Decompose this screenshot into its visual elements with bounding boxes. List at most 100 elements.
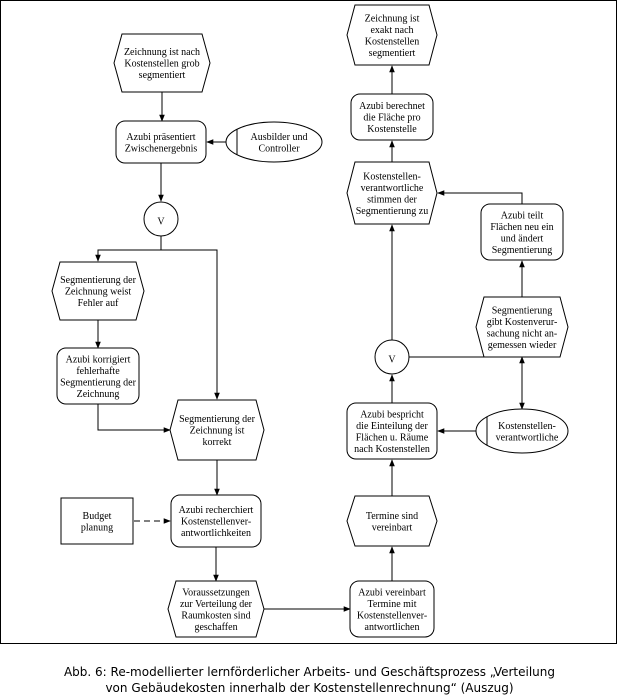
node-label: planung [81,522,113,533]
caption-line-1: Abb. 6: Re-modellierter lernförderlicher… [63,665,556,679]
node-label: gemessen wieder [488,340,557,351]
node-label: Azubi präsentiert [126,132,195,143]
node-label: Raumkosten sind [181,610,250,621]
event-shape [346,161,438,225]
node-role: Kostenstellen-verantwortliche [475,408,569,454]
node-label: Azubi vereinbart [358,587,426,598]
flow-arrow [437,190,523,204]
role-shape [475,408,569,454]
flow-arrow [161,249,220,400]
function-shape [350,93,434,141]
node-label: segmentiert [139,70,186,81]
node-label: Segmentierung der [60,377,136,388]
node-label: Termine sind [366,511,418,522]
event-shape [51,261,145,321]
role-shape [225,121,323,163]
node-label: vereinbart [372,522,413,533]
diagram-frame [0,0,617,644]
node-label: verantwortliche [496,432,559,443]
node-label: Kostenstellen grob [124,59,199,70]
node-label: V [157,216,165,227]
node-label: Zeichnung ist [365,13,420,24]
node-label: segmentiert [369,48,416,59]
node-label: Kostenstelle [367,124,417,135]
event-shape [169,399,265,461]
function-shape [480,203,564,261]
operator-shape [374,339,410,375]
event-shape [346,4,438,66]
node-label: Zeichnung ist [190,426,245,437]
node-label: Azubi bespricht [360,409,424,420]
node-label: zur Verteilung der [180,599,253,610]
node-label: Segmentierung [492,245,553,256]
node-label: stimmen der [367,194,417,205]
node-label: Segmentierung zu [356,206,428,217]
node-label: V [388,354,396,365]
node-label: Azubi recherchiert [179,505,254,516]
node-label: Segmentierung der [179,414,255,425]
node-label: verantwortliche [361,183,424,194]
node-label: antwortlichen [365,622,420,633]
node-label: geschaffen [194,622,237,633]
function-shape [346,402,438,460]
node-label: Azubi teilt [501,210,544,221]
node-label: Kostenstellenver- [357,610,427,621]
node-label: Fehler auf [78,298,119,309]
node-label: Zeichnung [77,389,120,400]
node-label: und ändert [501,233,544,244]
node-label: antwortlichkeiten [181,528,251,539]
info-shape [60,497,134,545]
node-label: fehlerhafte [76,366,120,377]
node-label: Kostenstellenver- [181,517,251,528]
function-shape [170,494,262,548]
node-label: Azubi korrigiert [66,354,131,365]
node-label: Zeichnung weist [65,287,132,298]
node-label: die Fläche pro [363,113,420,124]
node-label: Kostenstellen [365,36,419,47]
node-label: nach Kostenstellen [354,444,430,455]
node-label: Kostenstellen- [498,421,556,432]
node-label: Voraussetzungen [182,587,250,598]
node-label: Termine mit [367,599,416,610]
node-function: Azubi recherchiertKostenstellenver-antwo… [170,494,262,548]
function-shape [56,347,140,405]
node-label: sachung nicht an- [487,328,558,339]
operator-shape [143,201,179,237]
event-shape [346,495,438,547]
flow-arrow [97,404,171,433]
flow-arrow [95,236,162,262]
node-operator: V [374,339,410,375]
event-shape [475,296,569,358]
function-shape [349,580,435,638]
node-label: Ausbilder und [251,132,308,143]
caption-line-2: von Gebäudekosten innerhalb der Kostenst… [105,681,514,695]
node-label: Zwischenergebnis [125,143,198,154]
node-label: Zeichnung ist nach [124,47,200,58]
node-label: Flächen neu ein [490,222,553,233]
node-label: Controller [258,143,300,154]
node-operator: V [143,201,179,237]
node-label: Segmentierung [492,305,553,316]
node-label: Flächen u. Räume [356,432,429,443]
figure-caption: Abb. 6: Re-modellierter lernförderlicher… [0,664,619,696]
event-shape [113,33,211,93]
node-label: korrekt [203,437,232,448]
node-label: exakt nach [370,25,413,36]
node-label: Segmentierung der [60,275,136,286]
